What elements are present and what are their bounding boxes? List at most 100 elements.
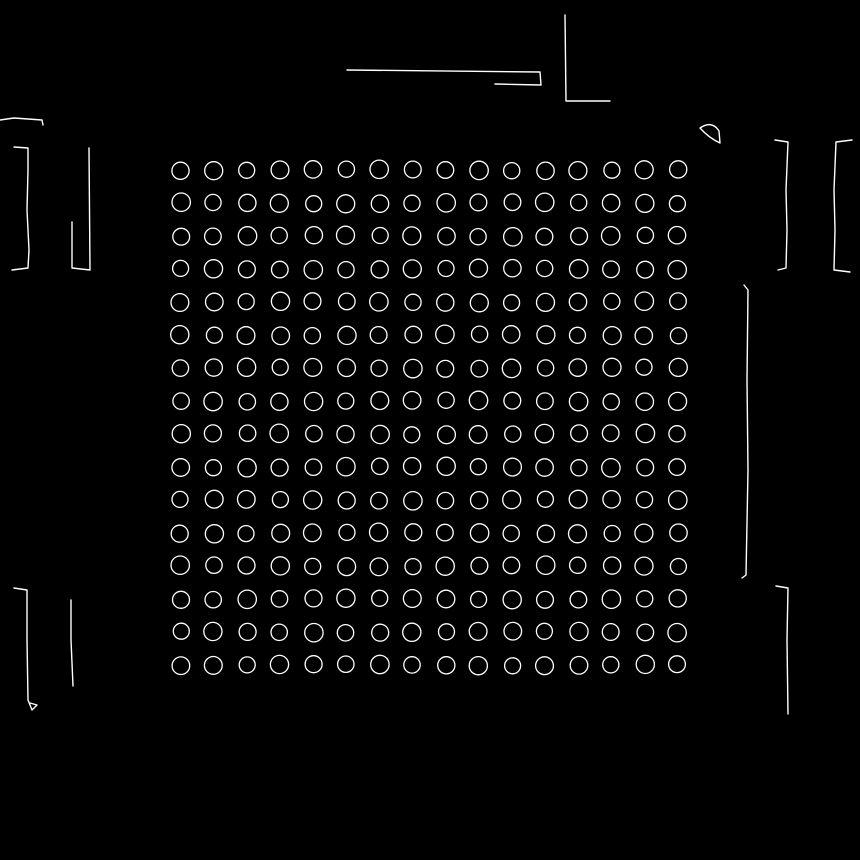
solder-pad: [203, 424, 223, 443]
solder-pad: [305, 195, 323, 213]
solder-pad: [469, 523, 490, 543]
solder-pad: [600, 225, 621, 246]
solder-pad: [204, 358, 224, 377]
solder-pad: [503, 193, 522, 212]
solder-pad: [636, 623, 655, 642]
solder-pad: [535, 392, 554, 411]
solder-pad: [370, 654, 390, 675]
solder-pad: [237, 524, 255, 543]
solder-pad: [536, 359, 555, 377]
solder-pad: [468, 425, 488, 444]
solder-pad: [237, 292, 255, 311]
bga-pad-grid: [170, 159, 688, 676]
solder-pad: [203, 227, 222, 246]
solder-pad: [570, 227, 589, 246]
solder-pad: [236, 357, 257, 378]
solder-pad: [337, 292, 356, 311]
solder-pad: [403, 160, 422, 179]
solder-pad: [271, 358, 289, 376]
solder-pad: [437, 259, 455, 278]
solder-pad: [536, 490, 555, 508]
solder-pad: [635, 490, 654, 509]
solder-pad: [171, 161, 190, 181]
solder-pad: [271, 523, 291, 543]
solder-pad: [635, 654, 656, 675]
solder-pad: [502, 589, 522, 610]
solder-pad: [270, 556, 291, 576]
solder-pad: [303, 391, 324, 412]
solder-pad: [569, 621, 589, 642]
solder-pad: [203, 259, 224, 279]
solder-pad: [569, 193, 588, 212]
solder-pad: [667, 391, 688, 412]
solder-pad: [667, 490, 688, 510]
solder-pad: [501, 358, 522, 379]
solder-pad: [635, 392, 655, 412]
solder-pad: [404, 293, 422, 312]
solder-pad: [403, 490, 423, 511]
solder-pad: [668, 357, 688, 378]
solder-pad: [237, 589, 258, 610]
solder-pad: [270, 291, 291, 312]
solder-pad: [667, 259, 688, 280]
solder-pad: [634, 291, 655, 312]
solder-pad: [404, 557, 422, 576]
solder-pad: [370, 391, 390, 411]
solder-pad: [270, 226, 288, 245]
solder-pad: [668, 458, 687, 477]
solder-pad: [170, 524, 189, 543]
solder-pad: [403, 426, 421, 444]
solder-pad: [404, 325, 423, 344]
solder-pad: [636, 226, 655, 245]
solder-pad: [568, 391, 589, 412]
solder-pad: [568, 259, 589, 279]
solder-pad: [470, 359, 489, 378]
solder-pad: [470, 556, 489, 575]
solder-pad: [203, 655, 223, 675]
solder-pad: [402, 622, 422, 643]
solder-pad: [468, 390, 489, 411]
solder-pad: [271, 326, 291, 346]
solder-pad: [469, 193, 488, 212]
solder-pad: [535, 622, 554, 640]
solder-pad: [534, 656, 555, 676]
solder-pad: [568, 358, 588, 377]
left-lower-component-a: [13, 587, 38, 711]
solder-pad: [535, 292, 556, 313]
right-lower-component: [775, 585, 789, 715]
solder-pad: [304, 557, 322, 576]
solder-pad: [204, 459, 223, 477]
solder-pad: [237, 458, 257, 478]
solder-pad: [335, 225, 356, 245]
solder-pad: [403, 194, 421, 213]
solder-pad: [636, 458, 655, 477]
solder-pad: [237, 226, 258, 246]
solder-pad: [371, 226, 389, 245]
solder-pad: [502, 490, 522, 510]
solder-pad: [238, 392, 257, 411]
solder-pad: [204, 590, 223, 609]
solder-pad: [469, 490, 489, 510]
top-bar-outline: [346, 69, 542, 86]
solder-pad: [469, 590, 488, 609]
solder-pad: [203, 391, 223, 412]
solder-pad: [371, 589, 389, 607]
solder-pad: [503, 258, 522, 278]
solder-pad: [569, 590, 588, 609]
solder-pad: [470, 325, 489, 343]
solder-pad: [236, 326, 256, 346]
solder-pad: [634, 556, 654, 576]
solder-pad: [236, 489, 256, 509]
solder-pad: [602, 489, 621, 509]
solder-pad: [668, 589, 687, 608]
solder-pad: [171, 192, 192, 213]
solder-pad: [536, 161, 555, 181]
solder-pad: [668, 160, 688, 179]
solder-pad: [437, 656, 456, 675]
solder-pad: [535, 458, 554, 477]
solder-pad: [601, 424, 620, 443]
solder-pad: [270, 392, 289, 412]
solder-pad: [171, 590, 191, 609]
solder-pad: [171, 656, 191, 676]
